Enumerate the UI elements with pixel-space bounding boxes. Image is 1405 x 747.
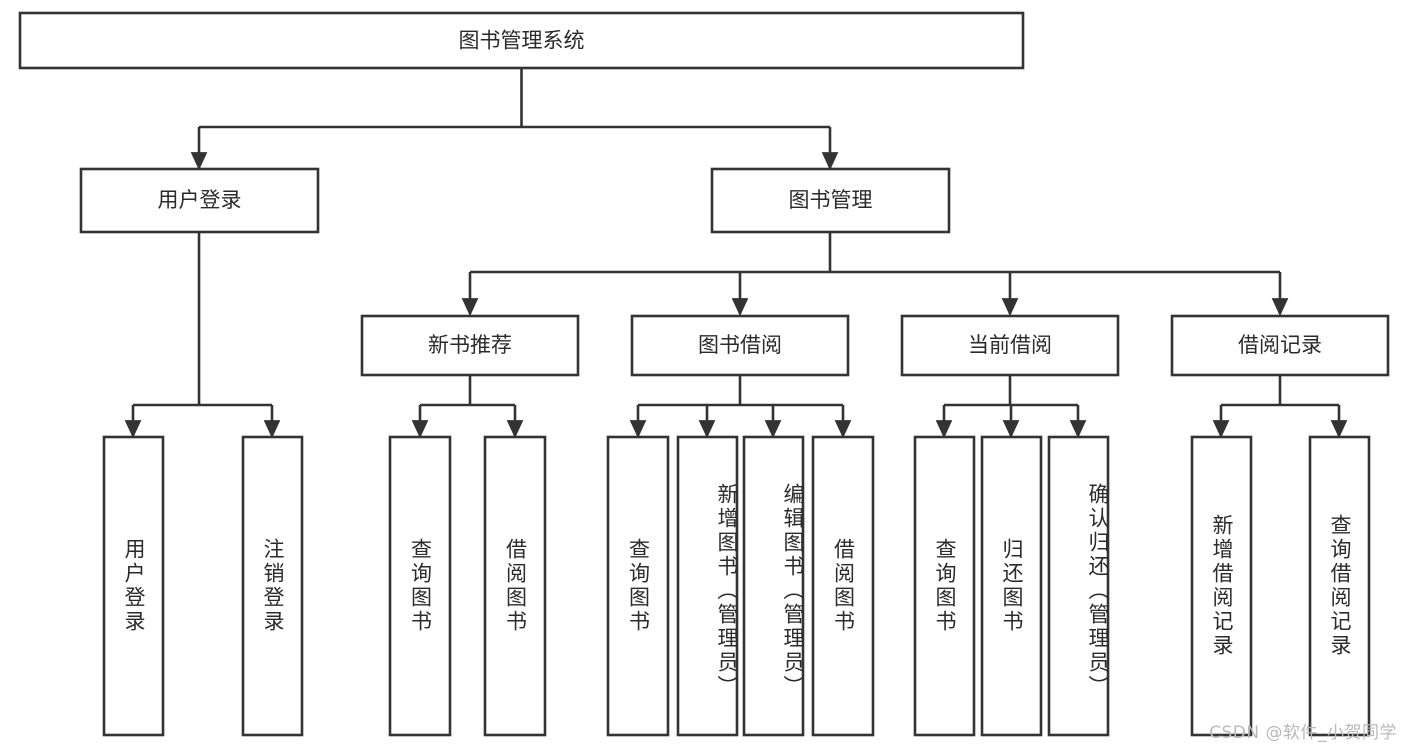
leaf-book-borrow-2-box[interactable] bbox=[676, 435, 739, 737]
csdn-watermark: CSDN @软件_小贺同学 bbox=[1209, 723, 1397, 743]
connector-group-book-manage-to-level3 bbox=[461, 232, 1289, 317]
node-book-manage[interactable]: 图书管理 bbox=[710, 167, 951, 234]
node-current-borrow-label: 当前借阅 bbox=[968, 333, 1052, 357]
node-current-borrow-box[interactable] bbox=[900, 314, 1120, 377]
node-root[interactable]: 图书管理系统 bbox=[18, 11, 1025, 70]
leaf-book-borrow-1-box[interactable] bbox=[606, 435, 670, 737]
leaf-book-borrow-4-box[interactable] bbox=[811, 435, 875, 737]
leaf-borrow-record-2-box[interactable] bbox=[1308, 435, 1371, 737]
node-root-box[interactable] bbox=[18, 11, 1025, 70]
node-book-borrow-label: 图书借阅 bbox=[698, 333, 782, 357]
connector-group-user-login-to-leaves bbox=[124, 232, 281, 439]
node-book-manage-box[interactable] bbox=[710, 167, 951, 234]
leaf-current-borrow-2-box[interactable] bbox=[980, 435, 1043, 737]
node-current-borrow[interactable]: 当前借阅 bbox=[900, 314, 1120, 377]
connector-group-current-borrow-to-leaves bbox=[935, 375, 1087, 439]
node-new-book-recommend-label: 新书推荐 bbox=[428, 333, 512, 357]
leaf-new-book-1-box[interactable] bbox=[388, 435, 452, 737]
leaf-current-borrow-3-box[interactable] bbox=[1047, 435, 1110, 737]
leaf-new-book-2-box[interactable] bbox=[483, 435, 547, 737]
node-book-borrow-box[interactable] bbox=[630, 314, 850, 377]
node-borrow-record-box[interactable] bbox=[1170, 314, 1390, 377]
leaf-current-borrow-1-box[interactable] bbox=[913, 435, 976, 737]
node-user-login-label: 用户登录 bbox=[158, 188, 242, 212]
leaf-borrow-record-1-box[interactable] bbox=[1190, 435, 1253, 737]
node-new-book-recommend-box[interactable] bbox=[360, 314, 580, 377]
node-book-borrow[interactable]: 图书借阅 bbox=[630, 314, 850, 377]
leaf-user-login-1-box[interactable] bbox=[102, 435, 165, 737]
node-new-book-recommend[interactable]: 新书推荐 bbox=[360, 314, 580, 377]
connector-group-root-to-level2 bbox=[190, 68, 839, 171]
connector-group-borrow-record-to-leaves bbox=[1212, 375, 1348, 439]
leaf-book-borrow-3-box[interactable] bbox=[742, 435, 805, 737]
node-user-login[interactable]: 用户登录 bbox=[79, 167, 320, 234]
node-borrow-record-label: 借阅记录 bbox=[1238, 333, 1322, 357]
node-user-login-box[interactable] bbox=[79, 167, 320, 234]
connector-group-new-book-recommend-to-leaves bbox=[411, 375, 524, 439]
connector-group-book-borrow-to-leaves bbox=[629, 375, 852, 439]
node-root-label: 图书管理系统 bbox=[459, 29, 585, 53]
node-borrow-record[interactable]: 借阅记录 bbox=[1170, 314, 1390, 377]
leaf-user-login-2-box[interactable] bbox=[241, 435, 304, 737]
node-book-manage-label: 图书管理 bbox=[789, 188, 873, 212]
